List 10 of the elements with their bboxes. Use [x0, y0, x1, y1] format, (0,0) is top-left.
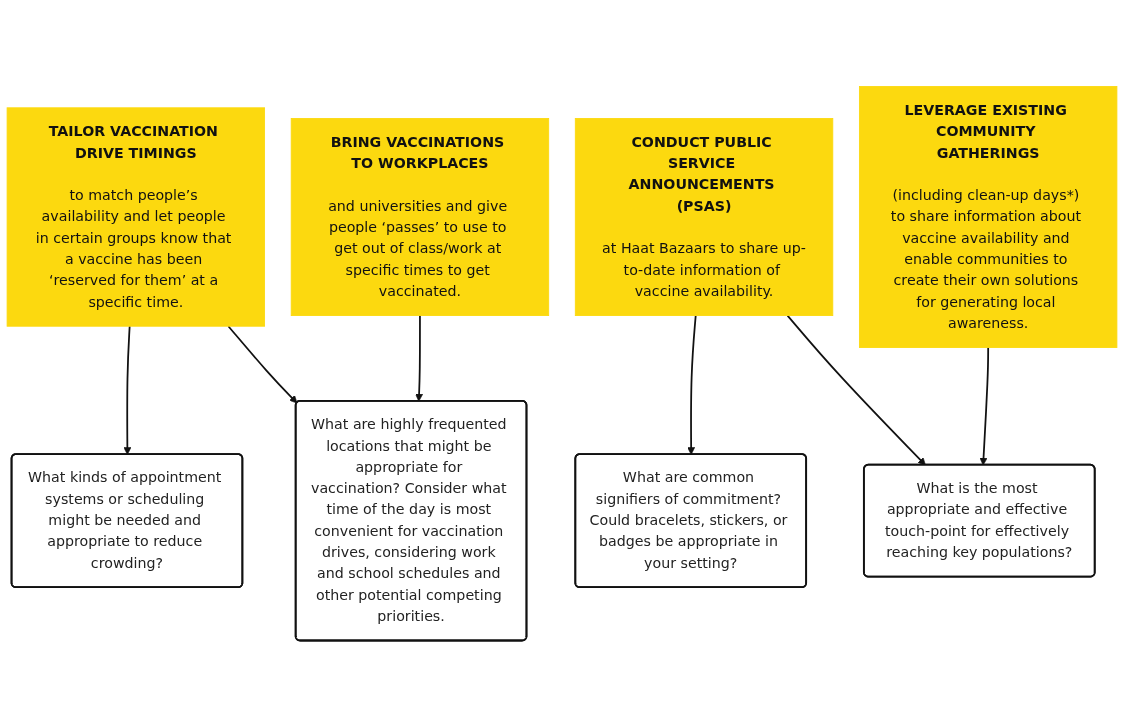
- node-box: TAILOR VACCINATION DRIVE TIMINGS to match people’s availability and let people in certain groups know that a vaccine has been ‘reserved for them’ at a specific time.: [6, 107, 266, 327]
- arrow: [687, 314, 697, 455]
- arrow: [415, 314, 423, 402]
- node-box: CONDUCT PUBLIC SERVICE ANNOUNCEMENTS (PSAS) at Haat Bazaars to share up-to-date information of vaccine availability.: [574, 118, 834, 316]
- arrow: [227, 325, 298, 404]
- node-box: LEVERAGE EXISTING COMMUNITY GATHERINGS (including clean-up days*) to share information about vaccine availability and enable communities to create their own solutions for generating local awareness.: [858, 86, 1118, 348]
- node-box: BRING VACCINATIONS TO WORKPLACES and universities and give people ‘passes’ to use to get out of class/work at specific times to get vaccinated.: [290, 118, 550, 316]
- arrow: [123, 325, 132, 455]
- arrow: [979, 346, 990, 466]
- arrow: [786, 314, 926, 466]
